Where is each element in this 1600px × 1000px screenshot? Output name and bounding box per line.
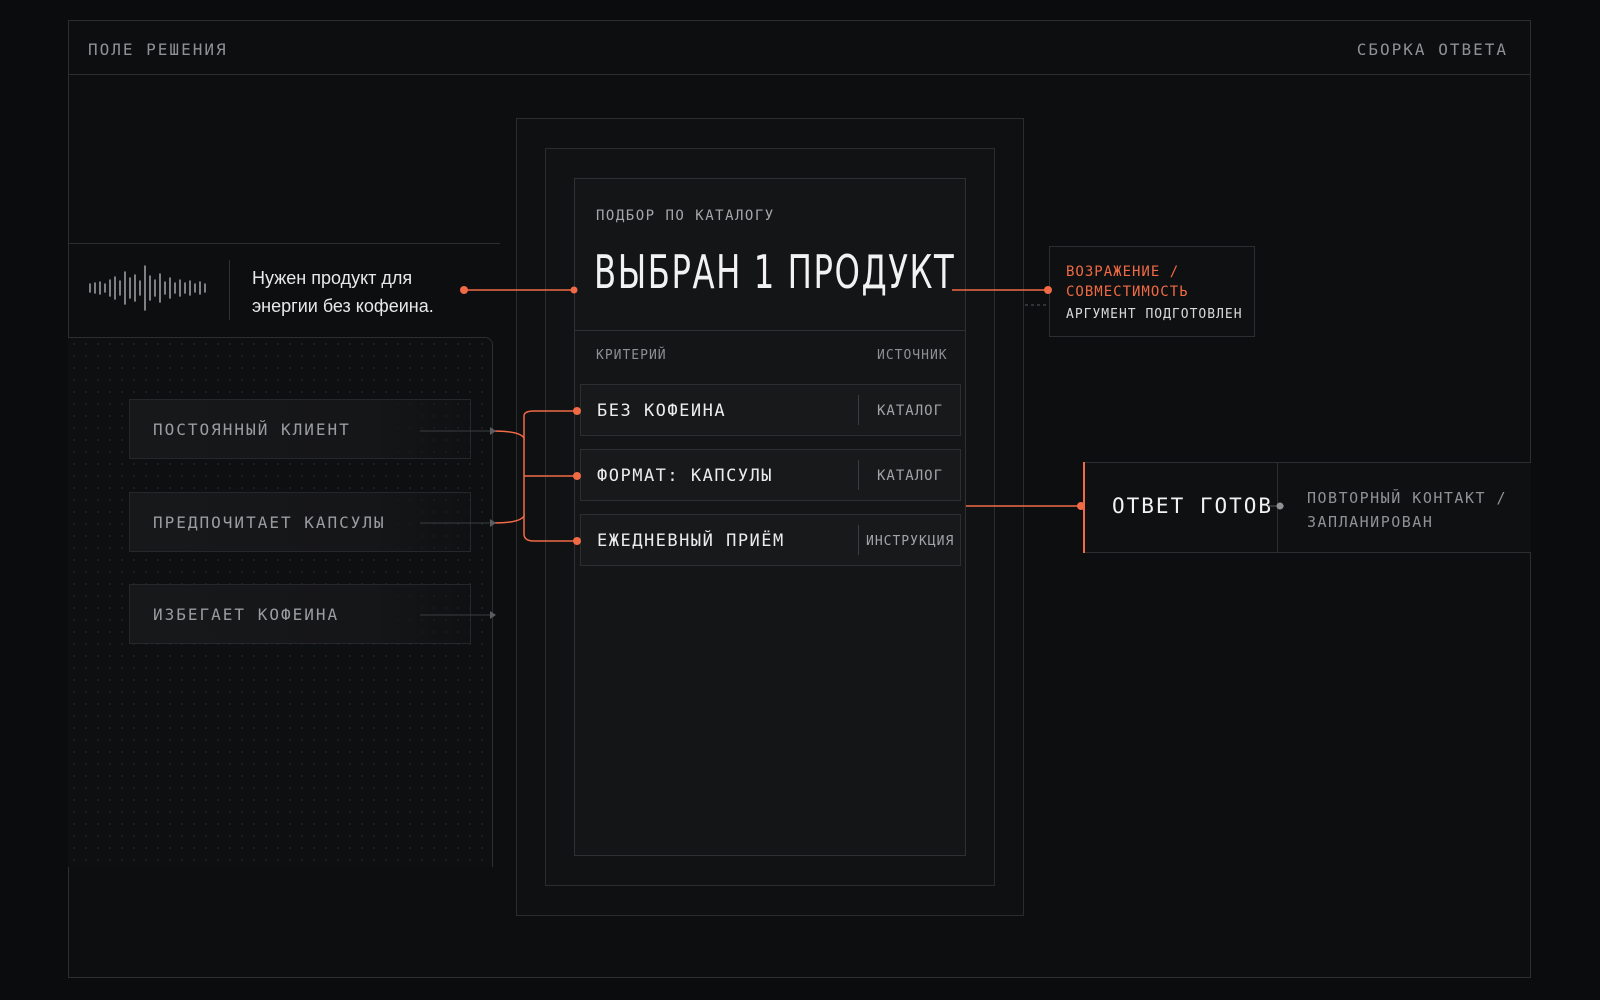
wire-criteria-bracket bbox=[492, 410, 577, 441]
criterion-source: ИНСТРУКЦИЯ bbox=[866, 534, 955, 549]
connector-node bbox=[1077, 502, 1085, 510]
trait-label: ИЗБЕГАЕТ КОФЕИНА bbox=[153, 604, 340, 624]
objection-box bbox=[1049, 246, 1255, 337]
input-divider bbox=[229, 260, 230, 320]
followup-label: ПОВТОРНЫЙ КОНТАКТ / ЗАПЛАНИРОВАН bbox=[1307, 489, 1508, 531]
connector-node bbox=[460, 286, 468, 294]
criterion-label: БЕЗ КОФЕИНА bbox=[597, 401, 727, 421]
wire-criteria-bracket bbox=[492, 513, 577, 542]
arrow-marker bbox=[490, 611, 496, 619]
column-header-criterion: КРИТЕРИЙ bbox=[596, 348, 667, 363]
criterion-separator bbox=[858, 395, 859, 425]
customer-request-text: Нужен продукт для энергии без кофеина. bbox=[252, 268, 434, 316]
assembly-label: СБОРКА ОТВЕТА bbox=[1356, 40, 1508, 59]
objection-title: ВОЗРАЖЕНИЕ / СОВМЕСТИМОСТЬ bbox=[1066, 264, 1189, 300]
trait-prefers-capsules: ПРЕДПОЧИТАЕТ КАПСУЛЫ bbox=[129, 492, 471, 552]
objection-status: АРГУМЕНТ ПОДГОТОВЛЕН bbox=[1066, 307, 1243, 322]
connector-node bbox=[1044, 286, 1052, 294]
answer-ready-label: ОТВЕТ ГОТОВ bbox=[1112, 494, 1274, 518]
criterion-separator bbox=[858, 460, 859, 490]
connector-node bbox=[573, 407, 581, 415]
trait-regular-customer: ПОСТОЯННЫЙ КЛИЕНТ bbox=[129, 399, 471, 459]
arrow-marker bbox=[490, 427, 496, 435]
criterion-row bbox=[580, 384, 961, 436]
arrow-marker bbox=[490, 519, 496, 527]
criterion-row bbox=[580, 514, 961, 566]
criterion-source: КАТАЛОГ bbox=[877, 403, 944, 419]
trait-avoids-caffeine: ИЗБЕГАЕТ КОФЕИНА bbox=[129, 584, 471, 644]
header-divider bbox=[68, 74, 1531, 75]
selection-kicker: ПОДБОР ПО КАТАЛОГУ bbox=[596, 208, 775, 224]
field-label: ПОЛЕ РЕШЕНИЯ bbox=[88, 40, 228, 59]
connector-node bbox=[573, 472, 581, 480]
input-row-divider bbox=[68, 243, 500, 244]
trait-label: ПОСТОЯННЫЙ КЛИЕНТ bbox=[153, 419, 351, 439]
selection-title: ВЫБРАН 1 ПРОДУКТ bbox=[594, 245, 956, 299]
criterion-label: ФОРМАТ: КАПСУЛЫ bbox=[597, 466, 774, 486]
criterion-separator bbox=[858, 525, 859, 555]
connector-node bbox=[573, 537, 581, 545]
criterion-source: КАТАЛОГ bbox=[877, 468, 944, 484]
trait-label: ПРЕДПОЧИТАЕТ КАПСУЛЫ bbox=[153, 512, 386, 532]
selection-divider bbox=[574, 330, 966, 331]
column-header-source: ИСТОЧНИК bbox=[877, 348, 948, 363]
criterion-row bbox=[580, 449, 961, 501]
criterion-label: ЕЖЕДНЕВНЫЙ ПРИЁМ bbox=[597, 531, 785, 551]
connector-node bbox=[1276, 502, 1284, 510]
waveform-icon bbox=[89, 265, 206, 311]
connector-node bbox=[570, 286, 578, 294]
answer-block bbox=[1083, 462, 1531, 553]
